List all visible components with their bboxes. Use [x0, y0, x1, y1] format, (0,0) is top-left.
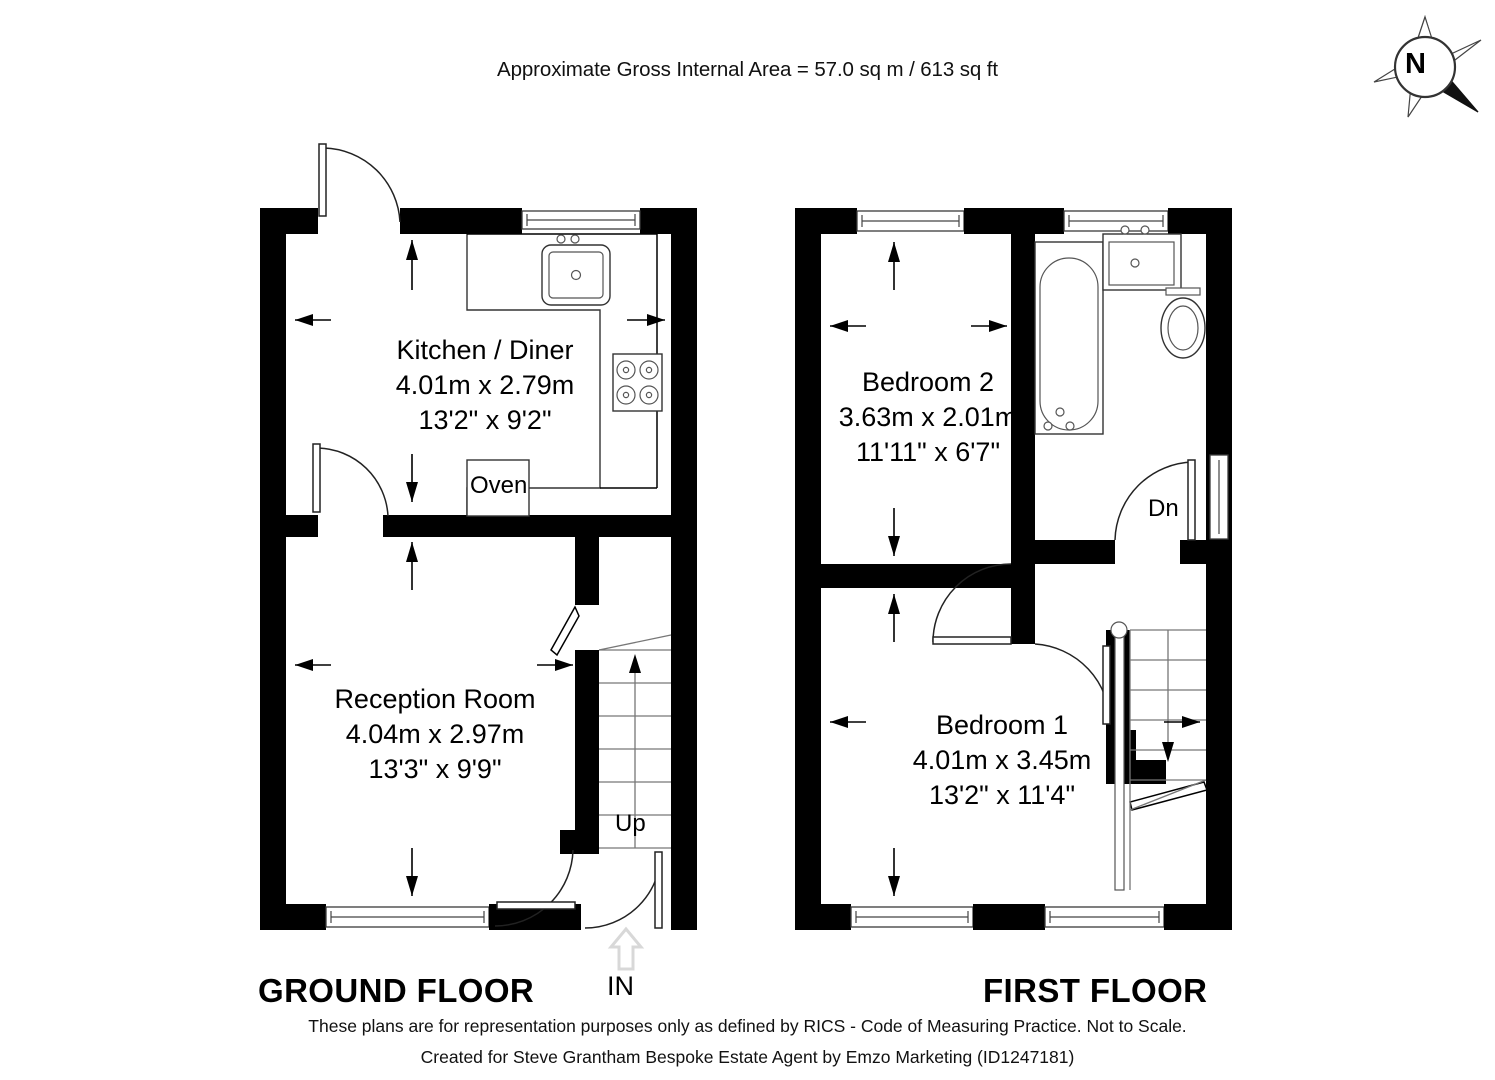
- wall-gf-hall-lower: [575, 650, 599, 850]
- door-leaf-gf-kitchen: [312, 443, 321, 513]
- door-leaf-ff-bedroom2: [932, 636, 1012, 645]
- wall-gf-bottom-left: [260, 904, 326, 930]
- wall-gf-bottom-right: [671, 904, 697, 930]
- room-label-kitchen: Kitchen / Diner 4.01m x 2.79m 13'2" x 9'…: [335, 333, 635, 438]
- entrance-label: IN: [607, 971, 634, 1001]
- compass-rose-icon: [1373, 15, 1482, 118]
- room-label-bedroom2: Bedroom 2 3.63m x 2.01m 11'11" x 6'7": [778, 365, 1078, 470]
- compass-north-label: N: [1405, 48, 1426, 80]
- wall-ff-right: [1206, 208, 1232, 930]
- room-dim-metric-bedroom1: 4.01m x 3.45m: [912, 745, 1092, 776]
- bathtub-icon: [1034, 241, 1104, 435]
- wall-ff-landing-nib: [1011, 564, 1035, 644]
- footer-credit: Created for Steve Grantham Bespoke Estat…: [420, 1047, 1075, 1067]
- entrance-arrow-icon: [607, 926, 645, 971]
- room-name-kitchen: Kitchen / Diner: [396, 335, 574, 365]
- room-dim-imperial-kitchen: 13'2" x 9'2": [418, 405, 552, 436]
- sink-icon: [541, 234, 611, 306]
- stair-label-up: Up: [615, 810, 646, 837]
- stair-label-dn: Dn: [1148, 495, 1179, 522]
- door-arc-gf-entrance: [584, 851, 662, 929]
- room-dim-metric-bedroom2: 3.63m x 2.01m: [838, 402, 1018, 433]
- room-dim-metric-reception: 4.04m x 2.97m: [345, 719, 525, 750]
- wall-gf-top-mid: [400, 208, 522, 234]
- dim-arrow-reception-depth: [406, 542, 418, 896]
- wall-ff-bottom-left: [795, 904, 851, 930]
- wall-gf-left: [260, 208, 286, 930]
- dim-arrow-bed1-width: [830, 716, 1200, 728]
- wall-ff-bed2-right: [1011, 234, 1035, 564]
- room-name-bedroom2: Bedroom 2: [861, 367, 995, 397]
- oven-unit: [466, 459, 530, 517]
- room-dim-imperial-bedroom1: 13'2" x 11'4": [928, 780, 1076, 811]
- wall-gf-kitchen-divider: [383, 515, 671, 537]
- dim-arrow-bed2-width: [830, 320, 1007, 332]
- washbasin-icon: [1102, 225, 1182, 291]
- room-label-reception: Reception Room 4.04m x 2.97m 13'3" x 9'9…: [285, 682, 585, 787]
- room-name-reception: Reception Room: [334, 684, 536, 714]
- room-label-bedroom1: Bedroom 1 4.01m x 3.45m 13'2" x 11'4": [852, 708, 1152, 813]
- room-name-bedroom1: Bedroom 1: [935, 710, 1069, 740]
- staircase-up: [598, 634, 672, 849]
- wall-ff-bed2-bottom: [821, 564, 1035, 588]
- wall-gf-divider-stub: [286, 515, 318, 537]
- wall-gf-hall-nib: [560, 830, 599, 854]
- room-dim-imperial-reception: 13'3" x 9'9": [368, 754, 502, 785]
- dim-arrow-bed2-depth: [888, 242, 900, 556]
- dim-arrow-reception-width: [295, 659, 573, 671]
- door-leaf-ff-bathroom: [1187, 459, 1196, 541]
- door-arc-gf-back: [323, 147, 401, 223]
- first-floor-title: FIRST FLOOR: [983, 972, 1208, 1009]
- wall-ff-bath-jamb: [1180, 540, 1232, 564]
- staircase-down: [1110, 621, 1207, 891]
- door-leaf-gf-hall-recep: [550, 605, 580, 657]
- wall-ff-bath-bottom: [1035, 540, 1115, 564]
- dim-arrow-bed1-depth: [888, 594, 900, 896]
- wall-ff-left: [795, 208, 821, 930]
- room-dim-metric-kitchen: 4.01m x 2.79m: [395, 370, 575, 401]
- door-leaf-ff-bedroom1: [1102, 645, 1111, 725]
- dim-arrow-kitchen-depth: [406, 240, 418, 502]
- door-leaf-gf-back: [318, 143, 327, 217]
- footer-disclaimer: These plans are for representation purpo…: [308, 1016, 1187, 1036]
- door-leaf-gf-entrance: [654, 851, 663, 929]
- wall-ff-bottom-right: [1164, 904, 1232, 930]
- wall-ff-top-mid: [964, 208, 1064, 234]
- wall-ff-bottom-mid: [973, 904, 1045, 930]
- dim-arrow-kitchen-width: [295, 314, 665, 326]
- ground-floor-title: GROUND FLOOR: [258, 972, 535, 1009]
- oven-label: Oven: [470, 472, 528, 499]
- door-leaf-gf-reception: [496, 901, 576, 910]
- gross-internal-area-text: Approximate Gross Internal Area = 57.0 s…: [497, 58, 998, 81]
- door-arc-ff-bathroom: [1114, 461, 1194, 541]
- wall-gf-hall-upper: [575, 537, 599, 605]
- room-dim-imperial-bedroom2: 11'11" x 6'7": [855, 437, 1001, 468]
- door-arc-ff-bedroom2: [932, 563, 1012, 643]
- door-arc-gf-kitchen: [317, 447, 389, 517]
- door-leaf-ff-cupboard: [1129, 781, 1208, 811]
- wall-gf-right: [671, 208, 697, 930]
- hob-icon: [612, 353, 663, 412]
- toilet-icon: [1160, 287, 1206, 359]
- first-floor-plan: [795, 208, 1232, 930]
- ground-floor-plan: [260, 143, 697, 930]
